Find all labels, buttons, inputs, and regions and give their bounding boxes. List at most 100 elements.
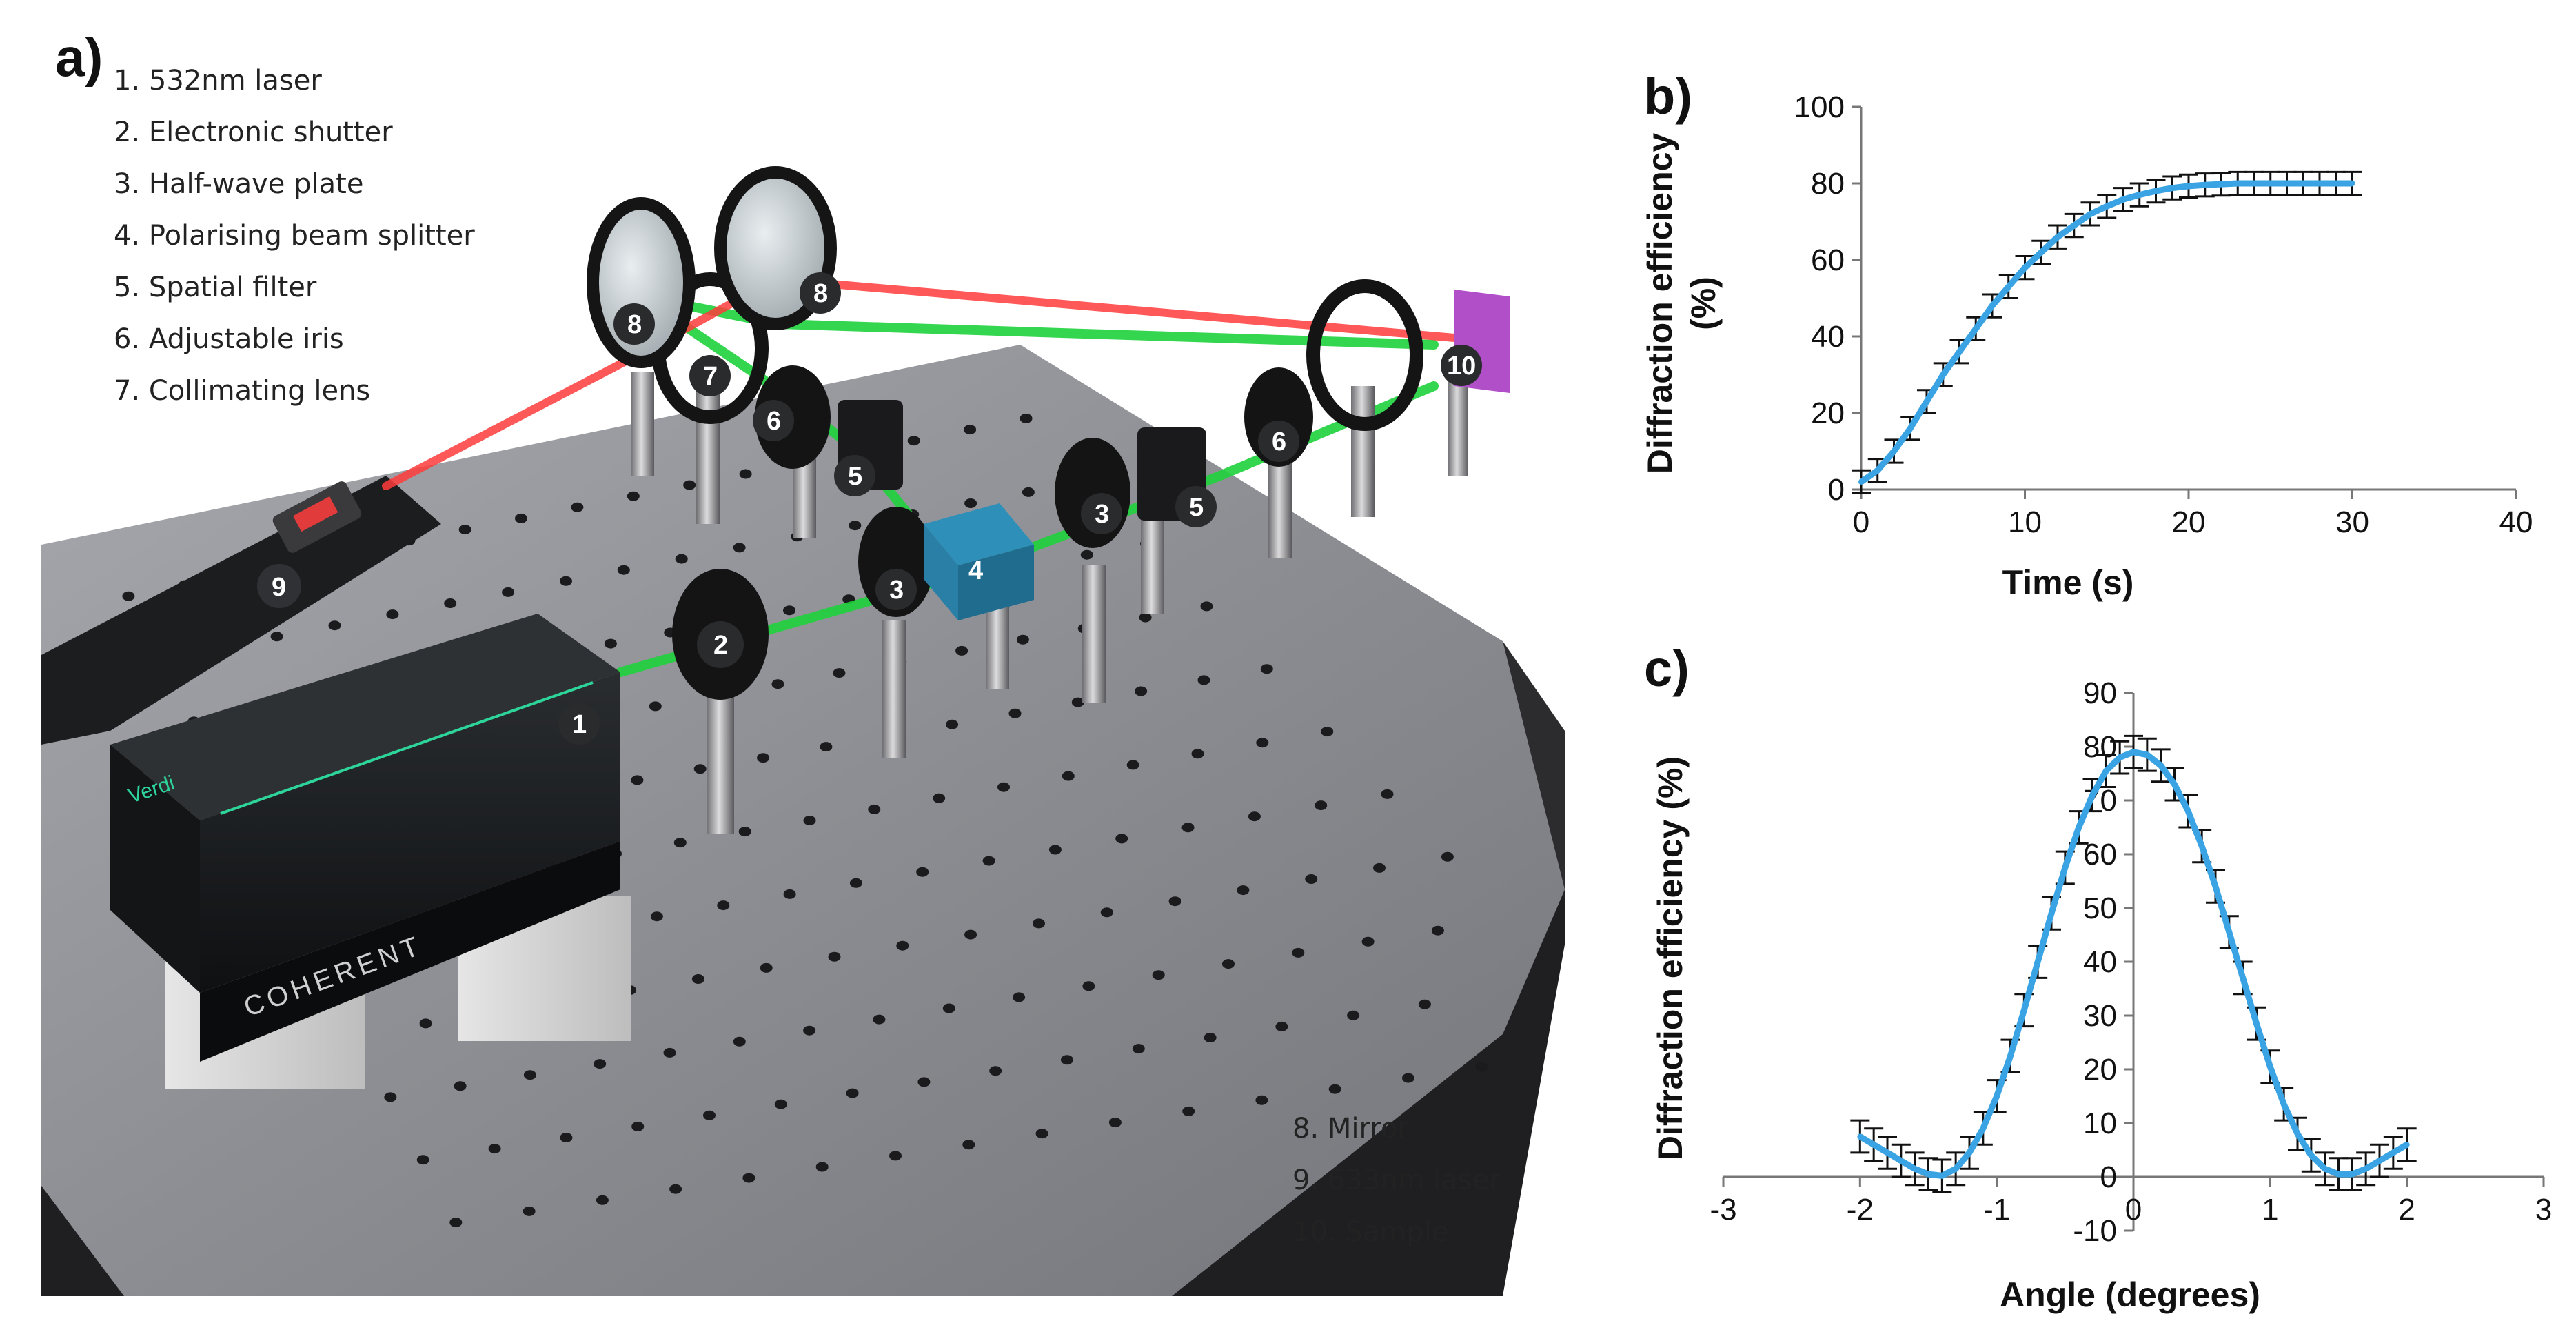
table-hole bbox=[1237, 885, 1250, 896]
table-hole bbox=[1013, 992, 1026, 1002]
data-point bbox=[1907, 425, 1914, 432]
table-hole bbox=[1260, 664, 1273, 674]
x-tick-label: -3 bbox=[1710, 1193, 1736, 1227]
label-5-left: 5 bbox=[848, 462, 862, 491]
table-hole bbox=[1305, 874, 1318, 884]
table-hole bbox=[1033, 918, 1045, 929]
data-point bbox=[2281, 1101, 2287, 1107]
table-hole bbox=[916, 867, 929, 877]
label-2: 2 bbox=[713, 631, 728, 660]
data-point bbox=[1980, 1125, 1986, 1131]
red-beam bbox=[382, 274, 1459, 490]
data-point bbox=[1973, 325, 1979, 332]
table-hole bbox=[1292, 947, 1305, 958]
chart-b-axes bbox=[1860, 107, 2516, 491]
chart-b-errors bbox=[1852, 170, 2362, 495]
table-hole bbox=[1197, 675, 1210, 685]
table-hole bbox=[889, 1151, 902, 1161]
table-hole bbox=[1132, 1044, 1145, 1054]
table-hole bbox=[1135, 686, 1148, 696]
data-point bbox=[2035, 959, 2041, 965]
table-hole bbox=[989, 1066, 1002, 1076]
table-hole bbox=[955, 645, 968, 656]
table-hole bbox=[1115, 834, 1128, 844]
chart-c-ylabel: Diffraction efficiency (%) bbox=[1651, 756, 1690, 1160]
table-hole bbox=[1181, 823, 1195, 833]
table-hole bbox=[896, 940, 909, 951]
table-hole bbox=[1275, 1021, 1288, 1031]
y-tick-label: 40 bbox=[1811, 320, 1845, 354]
table-hole bbox=[739, 469, 752, 479]
data-point bbox=[2089, 792, 2096, 798]
shutter: 2 bbox=[672, 569, 769, 700]
x-tick-label: 0 bbox=[2125, 1193, 2142, 1227]
table-hole bbox=[1080, 549, 1093, 560]
table-hole bbox=[649, 701, 662, 712]
data-point bbox=[2308, 1152, 2314, 1158]
table-hole bbox=[416, 1155, 429, 1165]
table-hole bbox=[627, 491, 640, 501]
table-hole bbox=[270, 632, 283, 642]
table-hole bbox=[1347, 1010, 1360, 1020]
table-hole bbox=[771, 679, 784, 689]
data-point bbox=[2131, 749, 2136, 755]
data-point bbox=[2087, 211, 2093, 217]
data-point bbox=[2021, 1007, 2027, 1013]
label-6-left: 6 bbox=[767, 407, 781, 436]
label-8-right: 8 bbox=[813, 279, 828, 308]
table-hole bbox=[1402, 1073, 1414, 1083]
data-point bbox=[2267, 181, 2273, 186]
x-tick-label: 20 bbox=[2172, 505, 2206, 539]
table-hole bbox=[1248, 811, 1261, 822]
legend-top: 1. 532nm laser 2. Electronic shutter 3. … bbox=[114, 65, 475, 407]
y-tick-label: 90 bbox=[2083, 676, 2117, 710]
y-tick-label: 80 bbox=[1811, 167, 1845, 201]
table-hole bbox=[933, 793, 946, 803]
label-10: 10 bbox=[1447, 352, 1476, 381]
legend-item-1: 1. 532nm laser bbox=[114, 65, 322, 97]
table-hole bbox=[669, 1184, 682, 1194]
chart-c-xlabel: Angle (degrees) bbox=[2000, 1275, 2260, 1314]
table-hole bbox=[738, 827, 751, 837]
data-point bbox=[2076, 825, 2082, 830]
chart-c-series bbox=[1857, 749, 2410, 1179]
table-hole bbox=[1256, 738, 1269, 748]
table-hole bbox=[1008, 708, 1022, 718]
table-hole bbox=[444, 598, 457, 608]
data-point bbox=[1911, 1166, 1918, 1172]
table-hole bbox=[1035, 1129, 1048, 1139]
table-hole bbox=[1222, 959, 1235, 969]
setup-diagram: a) 9 bbox=[41, 27, 1565, 1296]
data-point bbox=[1874, 467, 1880, 474]
table-hole bbox=[946, 719, 959, 729]
table-hole bbox=[1126, 760, 1139, 770]
data-point bbox=[2213, 883, 2218, 889]
panel-label-c: c) bbox=[1644, 640, 1690, 697]
table-hole bbox=[691, 974, 704, 984]
table-hole bbox=[571, 502, 584, 512]
data-point bbox=[2284, 181, 2290, 186]
table-hole bbox=[997, 782, 1010, 792]
table-hole bbox=[742, 1173, 755, 1183]
legend-item-8: 8. Mirror bbox=[1292, 1113, 1409, 1144]
table-hole bbox=[1200, 601, 1213, 612]
table-hole bbox=[982, 856, 995, 866]
sample: 10 bbox=[1441, 290, 1510, 393]
data-point bbox=[2235, 181, 2241, 186]
data-point bbox=[2295, 1131, 2300, 1137]
table-hole bbox=[757, 753, 770, 763]
chart-b: b) Diffraction efficiency (%) Time (s) 0… bbox=[1641, 68, 2533, 602]
y-tick-label: 20 bbox=[1811, 396, 1845, 430]
data-point bbox=[2022, 265, 2028, 271]
table-hole bbox=[828, 951, 841, 962]
data-point bbox=[2390, 1149, 2396, 1156]
table-hole bbox=[502, 587, 515, 597]
data-point bbox=[2335, 1171, 2342, 1178]
data-point bbox=[2333, 181, 2339, 186]
data-point bbox=[1857, 1133, 1863, 1140]
data-point bbox=[2153, 188, 2159, 194]
table-hole bbox=[1016, 634, 1029, 645]
table-hole bbox=[1475, 1062, 1488, 1072]
table-hole bbox=[1315, 800, 1328, 811]
table-hole bbox=[1361, 936, 1375, 947]
